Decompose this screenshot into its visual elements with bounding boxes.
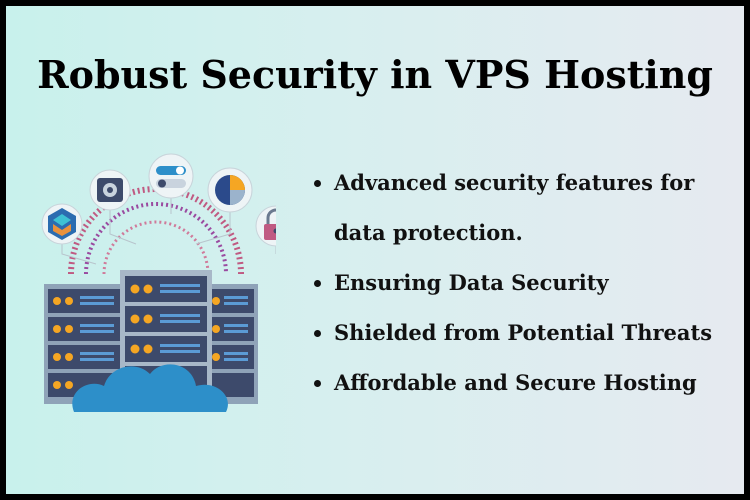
list-item-text: Advanced security features for (334, 170, 695, 195)
feature-list: Advanced security features for data prot… (306, 158, 744, 408)
list-item: Advanced security features for data prot… (334, 158, 744, 258)
list-item-text: Affordable and Secure Hosting (334, 370, 697, 395)
list-item: Ensuring Data Security (334, 258, 744, 308)
padlock-icon (255, 205, 276, 247)
server-security-illustration (41, 153, 276, 412)
toggle-switch-icon (148, 153, 194, 199)
list-item-text: Ensuring Data Security (334, 270, 609, 295)
list-item-text-continued: data protection. (334, 220, 523, 245)
list-item-text: Shielded from Potential Threats (334, 320, 713, 345)
hexagon-shield-icon (41, 203, 83, 245)
cloud-shape (72, 364, 228, 412)
pie-chart-icon (207, 167, 253, 213)
safe-icon (89, 169, 131, 211)
list-item: Shielded from Potential Threats (334, 308, 744, 358)
page-title: Robust Security in VPS Hosting (37, 52, 713, 97)
list-item: Affordable and Secure Hosting (334, 358, 744, 408)
security-arcs (68, 186, 244, 275)
